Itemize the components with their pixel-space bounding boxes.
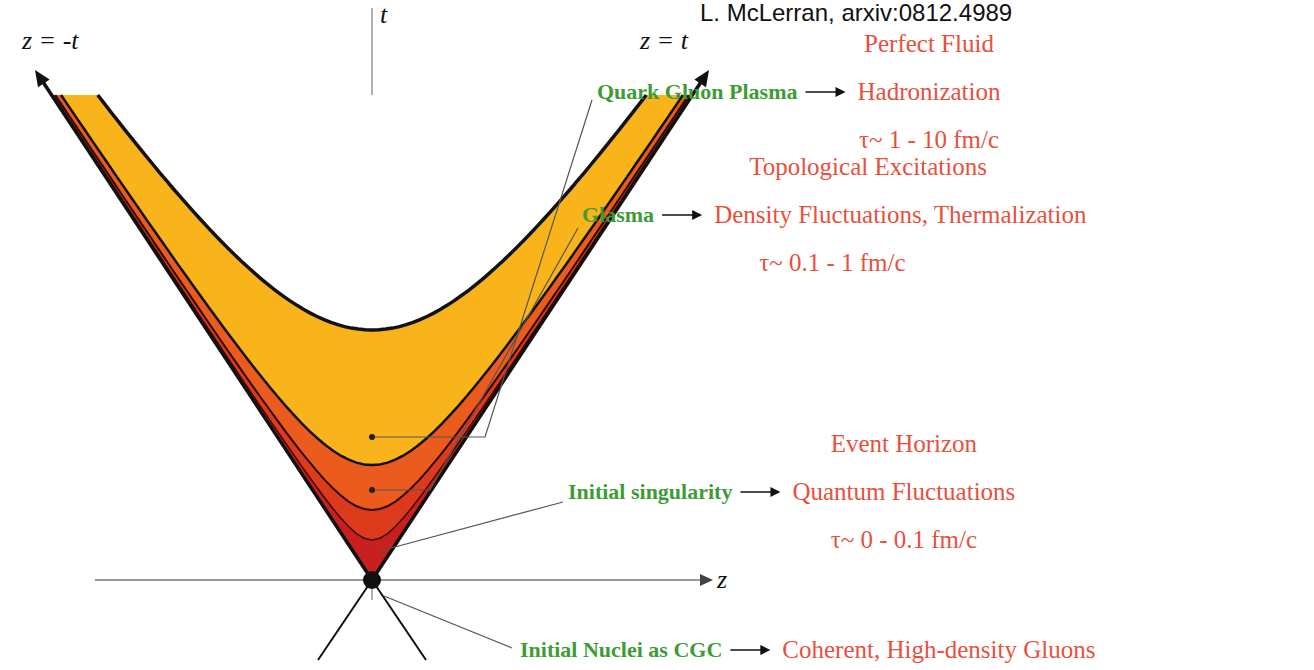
label-holder: z xyxy=(717,565,727,595)
property-line: Coherent, High-density Gluons xyxy=(782,626,1095,670)
stage-name: Quark Gluon Plasma xyxy=(597,79,797,104)
hyperbola-line xyxy=(53,95,691,540)
arrow-head xyxy=(835,87,845,97)
arrow-head xyxy=(692,210,702,220)
tau-region xyxy=(98,95,647,330)
label-holder: Quark Gluon Plasma xyxy=(597,77,797,107)
property-text: Density Fluctuations, Thermalization xyxy=(714,201,1086,228)
label-holder: L. McLerran, arxiv:0812.4989 xyxy=(700,0,1012,26)
arrow-symbol xyxy=(805,91,837,93)
reference-note: L. McLerran, arxiv:0812.4989 xyxy=(700,0,1012,26)
light-cone-label: z = t xyxy=(640,26,688,55)
stage-name: Glasma xyxy=(582,202,654,227)
hyperbola-line xyxy=(61,95,683,465)
property-text: τ~ 0 - 0.1 fm/c xyxy=(831,526,977,553)
property-text: Perfect Fluid xyxy=(864,30,994,57)
property-line: Event Horizon xyxy=(792,420,1015,468)
leader-line xyxy=(372,228,578,490)
tau-region xyxy=(61,95,683,465)
axis-label: z xyxy=(717,565,727,594)
property-text: Event Horizon xyxy=(831,430,977,457)
axis-label: t xyxy=(380,0,387,29)
arrow-head xyxy=(760,645,770,655)
arrow-symbol xyxy=(662,214,694,216)
light-cone-line xyxy=(43,82,372,580)
property-block: Event HorizonQuantum Fluctuations τ~ 0 - … xyxy=(792,420,1015,564)
tau-region xyxy=(55,95,688,510)
property-line: Quantum Fluctuations xyxy=(792,468,1015,516)
leader-line xyxy=(380,502,563,551)
label-holder: z = t xyxy=(640,26,688,56)
label-holder: Initial singularity xyxy=(568,477,732,507)
property-text: τ~ 0.1 - 1 fm/c xyxy=(759,249,905,276)
property-line: τ~ 0 - 0.1 fm/c xyxy=(792,516,1015,564)
arrow-head xyxy=(770,487,780,497)
arrow-symbol xyxy=(740,491,772,493)
stage-name: Initial singularity xyxy=(568,479,732,504)
light-cone-line xyxy=(372,82,701,580)
property-block: Perfect FluidHadronization τ~ 1 - 10 fm/c xyxy=(857,20,1000,164)
label-holder: Initial Nuclei as CGC xyxy=(520,635,722,665)
stage-name: Initial Nuclei as CGC xyxy=(520,637,722,662)
tau-region xyxy=(53,95,691,540)
arrow-symbol xyxy=(730,649,762,651)
label-holder: t xyxy=(380,0,387,30)
property-line: Density Fluctuations, Thermalization xyxy=(714,191,1086,239)
label-holder: z = -t xyxy=(22,26,79,56)
z-axis xyxy=(95,579,702,581)
leader-dot xyxy=(369,434,375,440)
property-line: τ~ 0.1 - 1 fm/c xyxy=(714,239,1086,287)
property-line: Topological Excitations xyxy=(714,143,1086,191)
property-text: Quantum Fluctuations xyxy=(792,478,1015,505)
hyperbola-line xyxy=(55,95,688,510)
collision-point xyxy=(363,571,381,589)
light-cone-fill xyxy=(52,95,692,580)
nucleus-line xyxy=(372,580,426,660)
leader-line xyxy=(372,100,592,437)
light-cone-label: z = -t xyxy=(22,26,79,55)
leader-line xyxy=(384,596,512,648)
property-block: Topological ExcitationsDensity Fluctuati… xyxy=(714,143,1086,287)
light-cone-arrowhead xyxy=(35,70,50,87)
leader-dot xyxy=(369,487,375,493)
property-text: Hadronization xyxy=(857,78,1000,105)
property-text: Coherent, High-density Gluons xyxy=(782,636,1095,663)
label-holder: Glasma xyxy=(582,200,654,230)
nucleus-line xyxy=(318,580,372,660)
property-block: Coherent, High-density Gluons xyxy=(782,626,1095,670)
axis-arrowhead xyxy=(700,574,713,586)
property-line: Hadronization xyxy=(857,68,1000,116)
property-text: τ~ 1 - 10 fm/c xyxy=(859,126,999,153)
property-line: Perfect Fluid xyxy=(857,20,1000,68)
hyperbola-line xyxy=(98,95,647,330)
property-text: Topological Excitations xyxy=(749,153,987,180)
